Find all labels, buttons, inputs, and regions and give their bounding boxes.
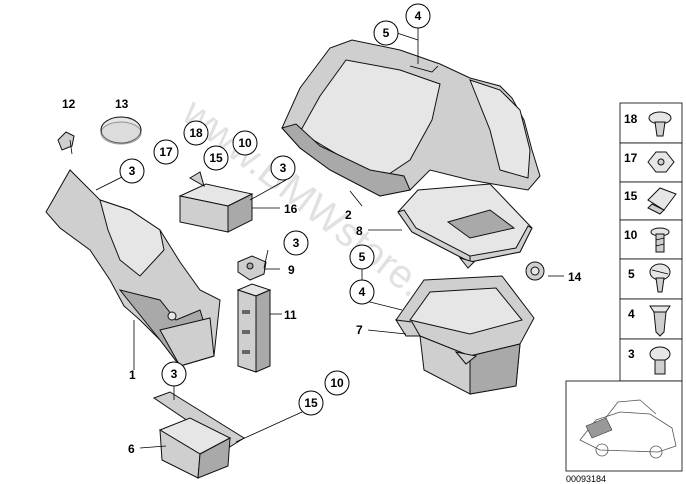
plastic-rivet-icon — [649, 346, 671, 375]
car-coupe-icon — [579, 399, 677, 459]
svg-text:10: 10 — [238, 136, 252, 150]
callout-7: 7 — [356, 323, 363, 337]
callout-11: 11 — [284, 308, 297, 322]
svg-text:17: 17 — [159, 145, 173, 159]
callout-12: 12 — [62, 97, 76, 111]
legend-number-10: 10 — [624, 228, 638, 242]
spreader-nut-icon — [647, 151, 675, 173]
svg-text:4: 4 — [415, 9, 422, 23]
callout-8: 8 — [356, 224, 363, 238]
legend-number-5: 5 — [628, 267, 635, 281]
mounting-bracket — [237, 255, 267, 281]
trunk-side-trim — [281, 39, 541, 197]
callouts: 1 2 6 7 8 9 11 12 13 14 16 4 5 5 4 3 — [62, 3, 582, 456]
clip-nut-icon — [647, 187, 677, 215]
callout-circle-10a: 10 — [232, 130, 258, 156]
cover-cap — [100, 116, 142, 145]
expanding-rivet-icon — [649, 305, 671, 337]
svg-text:18: 18 — [189, 126, 203, 140]
callout-1: 1 — [129, 368, 136, 382]
callout-circle-10b: 10 — [324, 370, 350, 396]
callout-circle-4a: 4 — [405, 3, 431, 29]
legend-number-18: 18 — [624, 112, 638, 126]
svg-text:4: 4 — [359, 285, 366, 299]
screw-icon — [650, 227, 670, 253]
callout-14: 14 — [568, 270, 582, 284]
callout-circle-15a: 15 — [203, 145, 229, 171]
svg-text:3: 3 — [171, 367, 178, 381]
svg-text:5: 5 — [359, 250, 366, 264]
callout-circle-5a: 5 — [373, 20, 399, 46]
control-module — [178, 171, 254, 233]
car-thumbnail: 00093184 — [565, 380, 683, 484]
callout-circle-15b: 15 — [298, 390, 324, 416]
trunk-tray — [397, 183, 533, 269]
callout-circle-3a: 3 — [119, 158, 145, 184]
callout-circle-3b: 3 — [270, 155, 296, 181]
callout-circle-4b: 4 — [349, 279, 375, 305]
legend-number-17: 17 — [624, 151, 638, 165]
callout-6: 6 — [128, 442, 135, 456]
left-trim-panel — [45, 169, 221, 367]
fastener-legend: 18 17 15 10 5 4 3 — [619, 102, 683, 382]
callout-2: 2 — [345, 208, 352, 222]
svg-text:5: 5 — [383, 26, 390, 40]
callout-13: 13 — [115, 97, 129, 111]
svg-text:15: 15 — [304, 396, 318, 410]
svg-text:3: 3 — [129, 164, 136, 178]
small-bracket-clip — [57, 131, 75, 151]
svg-text:3: 3 — [293, 236, 300, 250]
svg-text:10: 10 — [330, 376, 344, 390]
legend-number-3: 3 — [628, 347, 635, 361]
legend-number-4: 4 — [628, 307, 635, 321]
quarter-turn-fastener-icon — [649, 263, 671, 293]
callout-circle-3e: 3 — [283, 230, 309, 256]
diagram-code: 00093184 — [566, 474, 606, 484]
legend-number-15: 15 — [624, 189, 638, 203]
storage-bin — [395, 275, 535, 395]
callout-9: 9 — [288, 263, 295, 277]
push-rivet-icon — [648, 111, 672, 137]
callout-circle-17: 17 — [153, 139, 179, 165]
svg-text:15: 15 — [209, 151, 223, 165]
callout-circle-5b: 5 — [349, 244, 375, 270]
lower-tray — [152, 391, 245, 479]
grommet — [525, 261, 545, 281]
callout-16: 16 — [284, 202, 298, 216]
svg-text:3: 3 — [280, 161, 287, 175]
callout-circle-18: 18 — [183, 120, 209, 146]
antenna-amplifier — [236, 283, 272, 373]
callout-circle-3c: 3 — [161, 361, 187, 387]
